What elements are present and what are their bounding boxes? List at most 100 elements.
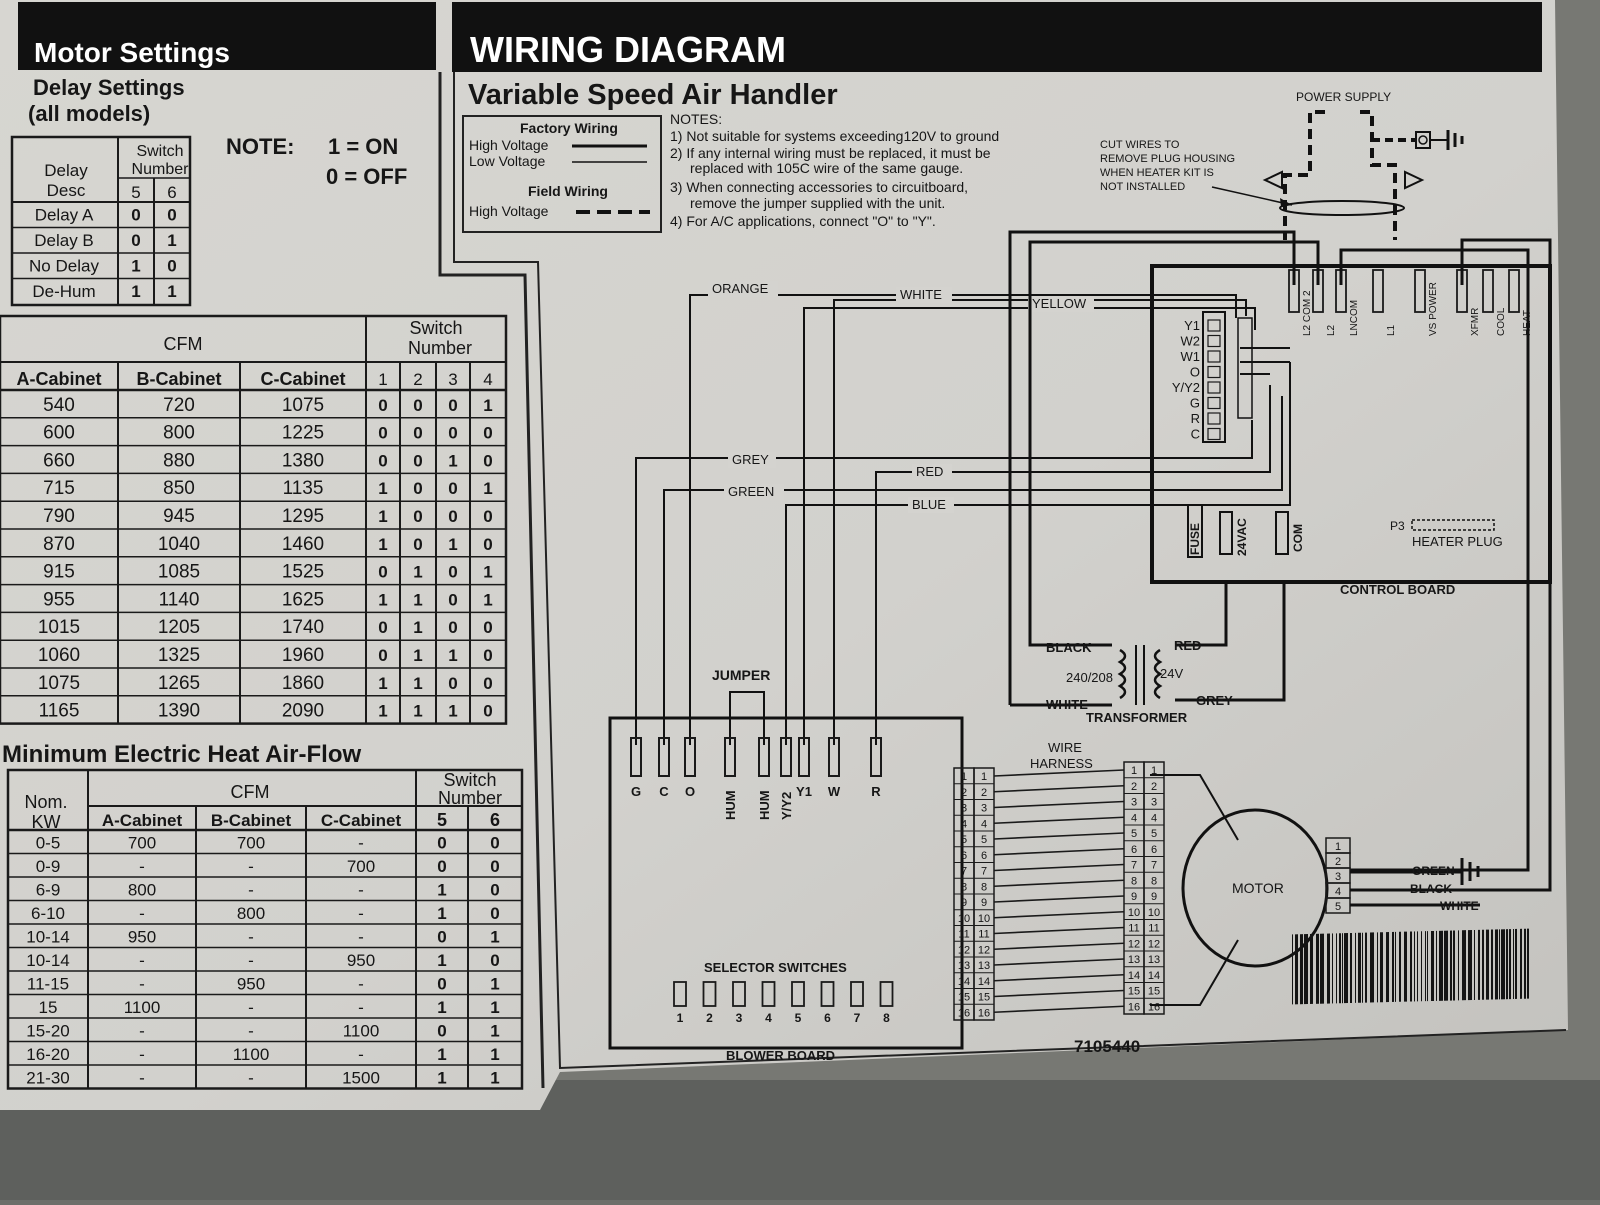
selector-switch bbox=[673, 981, 687, 1007]
cfm-table-border bbox=[0, 314, 508, 725]
cfm-cell: 1 bbox=[378, 590, 387, 609]
heat-cell: - bbox=[248, 928, 254, 947]
cfm-header-switch: Switch bbox=[409, 318, 462, 338]
cfm-cell: 1 bbox=[448, 451, 457, 470]
transformer-grey: GREY bbox=[1196, 693, 1233, 708]
transformer-red: RED bbox=[1174, 638, 1201, 653]
cfm-cell: 1525 bbox=[282, 562, 324, 583]
harness-pin-number: 15 bbox=[1148, 986, 1160, 998]
wire-label-red: RED bbox=[916, 464, 943, 479]
cfm-cell: 1165 bbox=[39, 701, 80, 722]
harness-pin-number: 11 bbox=[1128, 923, 1139, 935]
cfm-cell: 0 bbox=[483, 451, 492, 470]
cfm-cell: 2090 bbox=[282, 701, 324, 722]
thermostat-terminal-label: R bbox=[1191, 411, 1200, 426]
harness-pin-number: 14 bbox=[958, 976, 970, 988]
cfm-cell: 0 bbox=[378, 618, 387, 637]
harness-pin-number: 9 bbox=[1151, 891, 1157, 903]
harness-pin-number: 7 bbox=[981, 866, 987, 878]
cfm-cell: 1 bbox=[378, 702, 387, 721]
selector-switch bbox=[879, 981, 894, 1007]
heat-header-switch: Number bbox=[438, 788, 502, 808]
harness-pin-number: 9 bbox=[1131, 891, 1137, 903]
heat-cell: - bbox=[248, 857, 254, 876]
cfm-header-switch: Number bbox=[408, 338, 472, 358]
cfm-cell: 0 bbox=[413, 507, 422, 526]
barcode-bar bbox=[1458, 930, 1459, 1001]
selector-switch-number: 6 bbox=[824, 1011, 831, 1025]
heat-column-header: A-Cabinet bbox=[102, 811, 183, 830]
transformer-primary: 240/208 bbox=[1066, 670, 1113, 685]
barcode-bar bbox=[1292, 934, 1293, 1005]
cfm-cell: 1380 bbox=[282, 450, 324, 471]
cfm-cell: 0 bbox=[483, 424, 492, 443]
harness-pin-number: 13 bbox=[1128, 954, 1140, 966]
delay-settings-subtitle: (all models) bbox=[28, 101, 150, 126]
barcode-bar bbox=[1524, 928, 1526, 999]
cut-wires-2: REMOVE PLUG HOUSING bbox=[1100, 153, 1235, 165]
cfm-cell: 1 bbox=[378, 507, 387, 526]
barcode-bar bbox=[1513, 928, 1514, 1000]
control-top-terminal-label: XFMR bbox=[1470, 308, 1481, 336]
selector-switch-number: 8 bbox=[883, 1011, 890, 1025]
heat-cell: - bbox=[248, 881, 254, 900]
barcode-bar bbox=[1478, 929, 1480, 1000]
barcode-bar bbox=[1399, 931, 1401, 1002]
heat-cell: 1100 bbox=[233, 1045, 270, 1064]
harness-wire bbox=[993, 879, 1125, 888]
cfm-cell: 1 bbox=[483, 563, 492, 582]
barcode-bar bbox=[1462, 930, 1466, 1001]
heat-airflow-title: Minimum Electric Heat Air-Flow bbox=[2, 741, 362, 768]
cfm-cell: 715 bbox=[43, 478, 75, 499]
control-top-terminal bbox=[1414, 269, 1426, 313]
barcode-bar bbox=[1304, 934, 1308, 1005]
power-supply: POWER SUPPLY CUT WIRES TO REMOVE PLUG HO… bbox=[1100, 90, 1464, 240]
cfm-cell: 1040 bbox=[158, 534, 200, 555]
delay-row-value: 1 bbox=[131, 257, 140, 276]
harness-pin-number: 8 bbox=[1131, 875, 1137, 887]
harness-pin-number: 8 bbox=[961, 881, 967, 893]
motor-plug-pin-number: 1 bbox=[1335, 841, 1341, 853]
note-1: 1) Not suitable for systems exceeding120… bbox=[670, 128, 999, 144]
cfm-cell: 0 bbox=[448, 563, 457, 582]
cfm-cell: 1060 bbox=[38, 645, 80, 666]
cfm-cell: 0 bbox=[448, 396, 457, 415]
heat-column-header: 6 bbox=[490, 810, 500, 830]
motor-plug-pin-number: 3 bbox=[1335, 871, 1341, 883]
heat-cell: 0 bbox=[490, 881, 499, 900]
cfm-cell: 850 bbox=[163, 478, 195, 499]
harness-pin-number: 13 bbox=[958, 960, 970, 972]
cfm-cell: 0 bbox=[413, 396, 422, 415]
harness-pin-number: 16 bbox=[1128, 1001, 1140, 1013]
harness-pin-number: 10 bbox=[1148, 907, 1160, 919]
blower-terminal bbox=[828, 737, 840, 777]
cfm-cell: 0 bbox=[448, 424, 457, 443]
harness-wire bbox=[993, 800, 1125, 809]
note-3: 3) When connecting accessories to circui… bbox=[670, 179, 968, 195]
control-board-label: CONTROL BOARD bbox=[1340, 582, 1455, 597]
cfm-cell: 1 bbox=[378, 535, 387, 554]
delay-row-value: 0 bbox=[131, 206, 140, 225]
legend-field-title: Field Wiring bbox=[528, 183, 608, 199]
harness-wire bbox=[993, 832, 1125, 840]
barcode-bar bbox=[1342, 933, 1343, 1004]
com-terminal bbox=[1275, 511, 1289, 555]
com-label: COM bbox=[1291, 524, 1305, 552]
cfm-cell: 0 bbox=[448, 618, 457, 637]
wire-label-yellow: YELLOW bbox=[1032, 296, 1087, 311]
heat-cell: 0 bbox=[437, 975, 446, 994]
heat-cell: 700 bbox=[237, 834, 265, 853]
barcode-bar bbox=[1414, 931, 1415, 1002]
heat-cell: 0 bbox=[490, 857, 499, 876]
delay-table-border bbox=[10, 135, 192, 307]
cfm-cell: 1 bbox=[413, 563, 422, 582]
heat-cell: - bbox=[248, 998, 254, 1017]
wire-label-green: GREEN bbox=[728, 484, 774, 499]
cfm-cell: 0 bbox=[483, 674, 492, 693]
blower-terminal bbox=[870, 737, 882, 777]
jumper-wire bbox=[729, 691, 765, 745]
harness-wire bbox=[993, 958, 1125, 966]
harness-pin-number: 5 bbox=[981, 834, 987, 846]
